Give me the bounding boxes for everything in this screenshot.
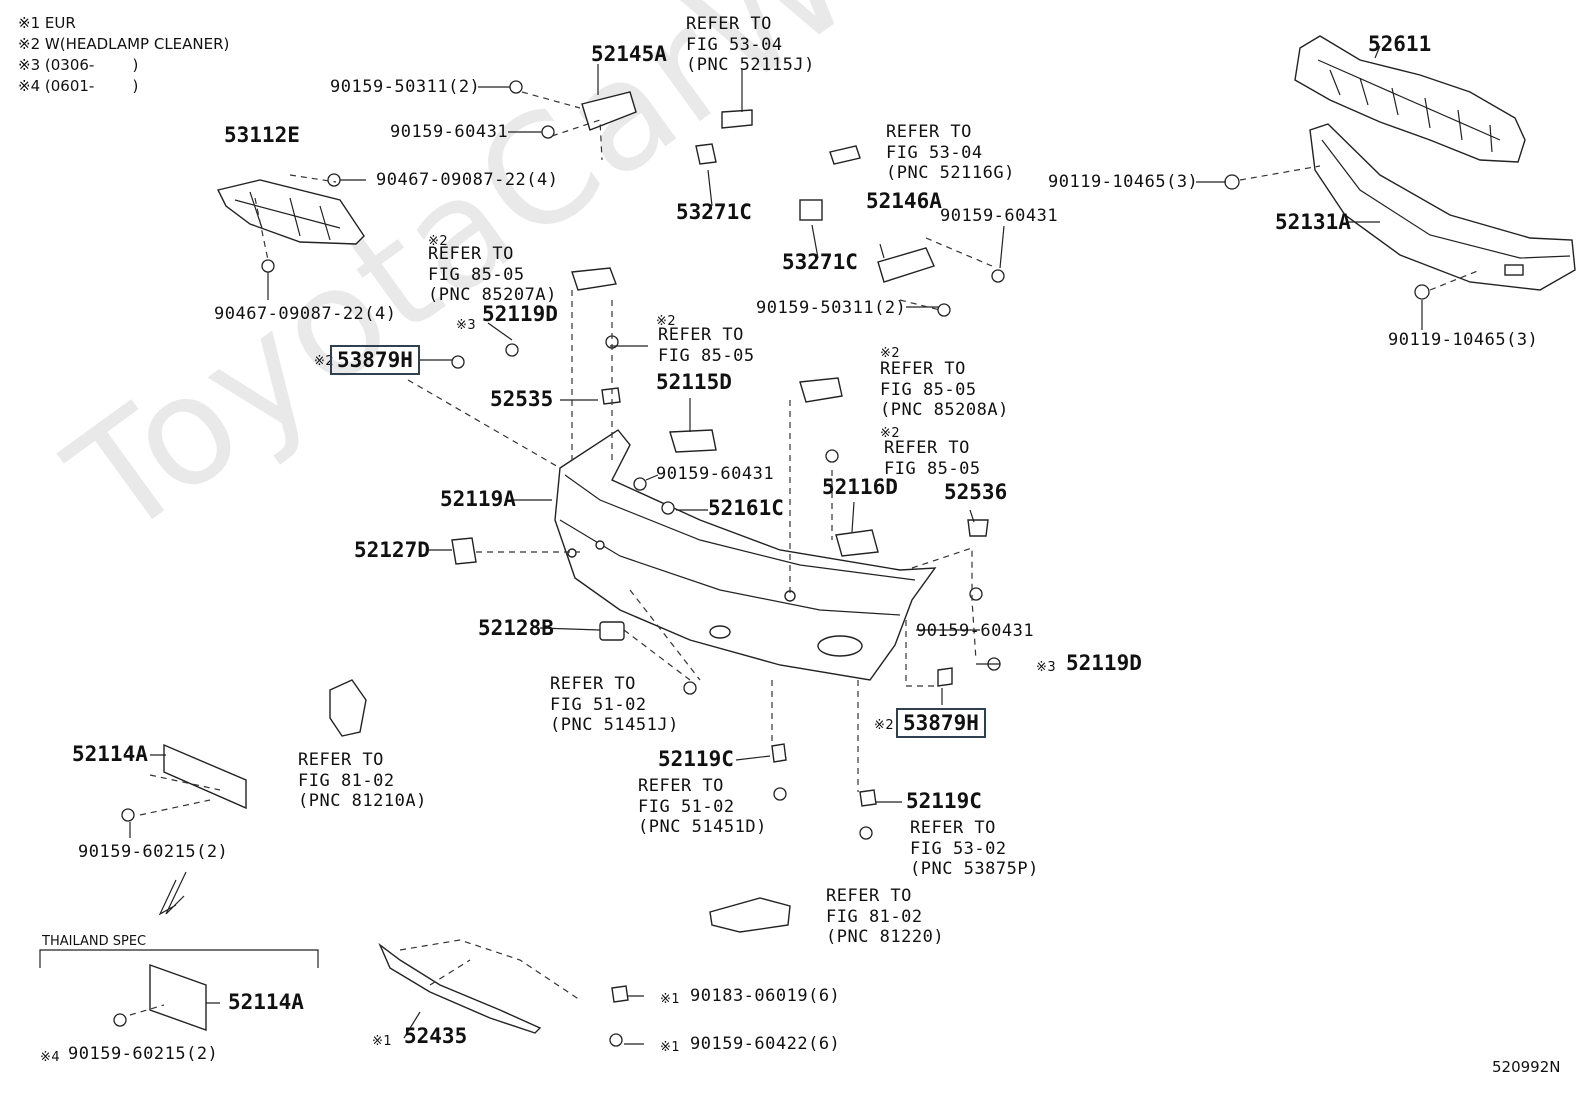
part-52114A-a[interactable]: 52114A	[72, 742, 148, 766]
part-52116D[interactable]: 52116D	[822, 475, 898, 499]
bumper-cover-illustration	[554, 429, 937, 681]
part-90159-60431-d[interactable]: 90159-60431	[916, 621, 1035, 641]
ref-fig-85-05-d[interactable]: REFER TO FIG 85-05	[884, 438, 981, 479]
part-90159-60431-a[interactable]: 90159-60431	[390, 122, 509, 142]
part-90159-60431-c[interactable]: 90159-60431	[656, 464, 775, 484]
part-90467-09087-22-a[interactable]: 90467-09087-22(4)	[376, 170, 559, 190]
leader-lines	[129, 45, 1423, 1045]
part-52611[interactable]: 52611	[1368, 32, 1432, 56]
thailand-spec-label: THAILAND SPEC	[42, 934, 147, 949]
ref-fig-85-05-85208A[interactable]: REFER TO FIG 85-05 (PNC 85208A)	[880, 359, 1009, 420]
ref-fig-51-02-51451J[interactable]: REFER TO FIG 51-02 (PNC 51451J)	[550, 674, 679, 735]
splash-shield-illustration	[216, 179, 365, 245]
part-53112E[interactable]: 53112E	[224, 123, 300, 147]
ref-fig-53-02-53875P[interactable]: REFER TO FIG 53-02 (PNC 53875P)	[910, 818, 1039, 879]
part-52119C-b[interactable]: 52119C	[906, 789, 982, 813]
part-52119C-a[interactable]: 52119C	[658, 747, 734, 771]
part-90159-60215-a[interactable]: 90159-60215(2)	[78, 842, 229, 862]
mark-3-a: ※3	[456, 318, 477, 333]
part-52536[interactable]: 52536	[944, 480, 1008, 504]
footnote-3: ※3 (0306- )	[18, 56, 139, 74]
ref-fig-51-02-51451D[interactable]: REFER TO FIG 51-02 (PNC 51451D)	[638, 776, 767, 837]
mark-2-e: ※2	[880, 346, 901, 361]
mark-2-c: ※2	[874, 718, 895, 733]
ref-fig-81-02-81210A[interactable]: REFER TO FIG 81-02 (PNC 81210A)	[298, 750, 427, 811]
part-53879H-a[interactable]: 53879H	[330, 345, 420, 375]
part-52127D[interactable]: 52127D	[354, 538, 430, 562]
part-90119-10465-a[interactable]: 90119-10465(3)	[1048, 172, 1199, 192]
mark-1-a: ※1	[372, 1034, 393, 1049]
mark-1-b: ※1	[660, 992, 681, 1007]
mark-2-d: ※2	[656, 314, 677, 329]
part-52119A[interactable]: 52119A	[440, 487, 516, 511]
part-53271C-b[interactable]: 53271C	[782, 250, 858, 274]
part-53271C-a[interactable]: 53271C	[676, 200, 752, 224]
part-90183-06019[interactable]: 90183-06019(6)	[690, 986, 841, 1006]
part-52114A-b[interactable]: 52114A	[228, 990, 304, 1014]
part-52119D-b[interactable]: 52119D	[1066, 651, 1142, 675]
footnote-2: ※2 W(HEADLAMP CLEANER)	[18, 35, 230, 53]
part-52146A[interactable]: 52146A	[866, 189, 942, 213]
part-52131A[interactable]: 52131A	[1275, 210, 1351, 234]
mark-1-c: ※1	[660, 1040, 681, 1055]
part-90119-10465-b[interactable]: 90119-10465(3)	[1388, 330, 1539, 350]
part-90159-50311-b[interactable]: 90159-50311(2)	[756, 298, 907, 318]
bolts-illustration	[113, 80, 1430, 1047]
diagram-code: 520992N	[1492, 1058, 1561, 1076]
part-52161C[interactable]: 52161C	[708, 496, 784, 520]
part-52119D-a[interactable]: 52119D	[482, 302, 558, 326]
part-90159-60422[interactable]: 90159-60422(6)	[690, 1034, 841, 1054]
bumper-reinforcement-illustration	[1309, 123, 1576, 291]
dashed-guides	[129, 91, 1481, 1016]
part-90159-50311-a[interactable]: 90159-50311(2)	[330, 77, 481, 97]
ref-fig-53-04-52116G[interactable]: REFER TO FIG 53-04 (PNC 52116G)	[886, 122, 1015, 183]
mark-3-b: ※3	[1036, 660, 1057, 675]
mark-4: ※4	[40, 1050, 61, 1065]
brackets-illustration	[149, 91, 989, 1034]
part-90159-60431-b[interactable]: 90159-60431	[940, 206, 1059, 226]
part-52145A[interactable]: 52145A	[591, 42, 667, 66]
ref-fig-81-02-81220[interactable]: REFER TO FIG 81-02 (PNC 81220)	[826, 886, 945, 947]
energy-absorber-illustration	[1294, 35, 1526, 163]
footnote-4: ※4 (0601- )	[18, 77, 139, 95]
ref-fig-85-05-85207A[interactable]: REFER TO FIG 85-05 (PNC 85207A)	[428, 244, 557, 305]
thailand-arrow	[39, 871, 319, 968]
ref-fig-85-05-b[interactable]: REFER TO FIG 85-05	[658, 325, 755, 366]
part-90159-60215-b[interactable]: 90159-60215(2)	[68, 1044, 219, 1064]
part-52535[interactable]: 52535	[490, 387, 554, 411]
part-53879H-b[interactable]: 53879H	[896, 708, 986, 738]
mark-2-b: ※2	[314, 354, 335, 369]
mark-2-a: ※2	[428, 234, 449, 249]
part-90467-09087-22-b[interactable]: 90467-09087-22(4)	[214, 304, 397, 324]
footnote-1: ※1 EUR	[18, 14, 76, 32]
ref-fig-53-04-52115J[interactable]: REFER TO FIG 53-04 (PNC 52115J)	[686, 14, 815, 75]
part-52435[interactable]: 52435	[404, 1024, 468, 1048]
mark-2-f: ※2	[880, 426, 901, 441]
part-52128B[interactable]: 52128B	[478, 616, 554, 640]
part-52115D[interactable]: 52115D	[656, 370, 732, 394]
